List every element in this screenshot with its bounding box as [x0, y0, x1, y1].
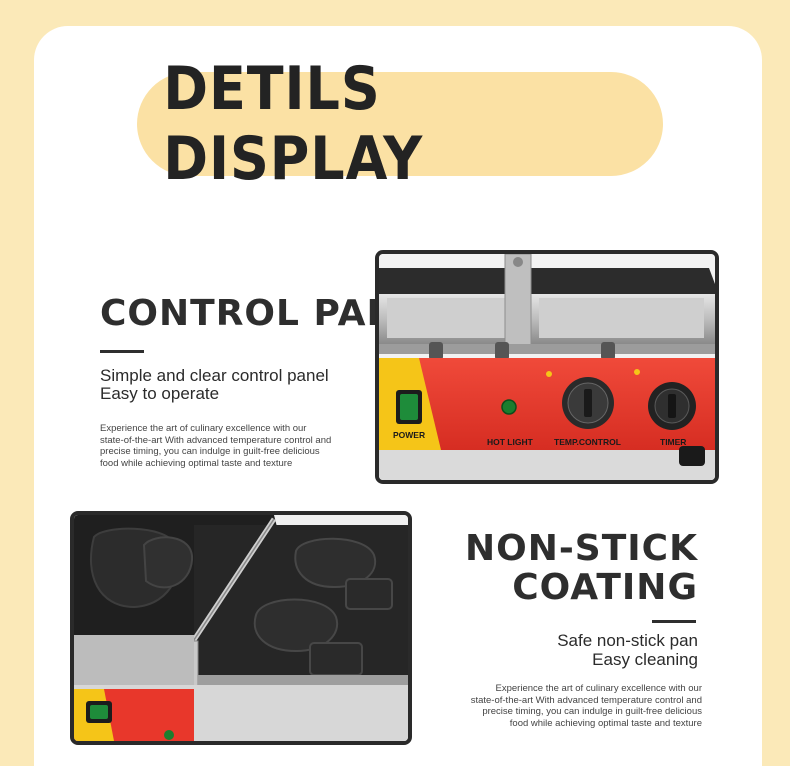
control-panel-illustration: [379, 254, 715, 480]
non-stick-body-1: Experience the art of culinary excellenc…: [495, 683, 702, 694]
temp-control-label: TEMP.CONTROL: [554, 437, 621, 447]
non-stick-heading-line1: NON-STICK: [465, 528, 698, 569]
non-stick-subtitle-2: Easy cleaning: [592, 650, 698, 669]
page-title: DETILS DISPLAY: [163, 54, 424, 194]
non-stick-subtitle-1: Safe non-stick pan: [557, 631, 698, 650]
heading-underline-2: [652, 620, 696, 623]
control-panel-subtitle-1: Simple and clear control panel: [100, 366, 329, 385]
power-label: POWER: [393, 430, 426, 440]
heading-underline: [100, 350, 144, 353]
control-panel-body-1: Experience the art of culinary excellenc…: [100, 423, 307, 434]
title-banner: DETILS DISPLAY: [137, 54, 663, 194]
non-stick-plate-illustration: [74, 515, 408, 741]
non-stick-heading-line2: COATING: [512, 567, 698, 608]
control-panel-body-2: state-of-the-art With advanced temperatu…: [100, 434, 332, 446]
non-stick-body-3: precise timing, you can indulge in guilt…: [482, 706, 702, 717]
non-stick-body-4: food while achieving optimal taste and t…: [509, 717, 702, 729]
control-panel-subtitle-2: Easy to operate: [100, 384, 220, 403]
non-stick-photo: [70, 511, 412, 745]
control-panel-body-3: precise timing, you can indulge in guilt…: [100, 446, 320, 457]
timer-label: TIMER: [660, 437, 687, 447]
control-panel-photo: POWER HOT LIGHT TEMP.CONTROL TIMER: [375, 250, 719, 484]
non-stick-body-2: state-of-the-art With advanced temperatu…: [470, 694, 702, 706]
hot-light-label: HOT LIGHT: [487, 437, 533, 447]
control-panel-body-4: food while achieving optimal taste and t…: [100, 457, 293, 469]
